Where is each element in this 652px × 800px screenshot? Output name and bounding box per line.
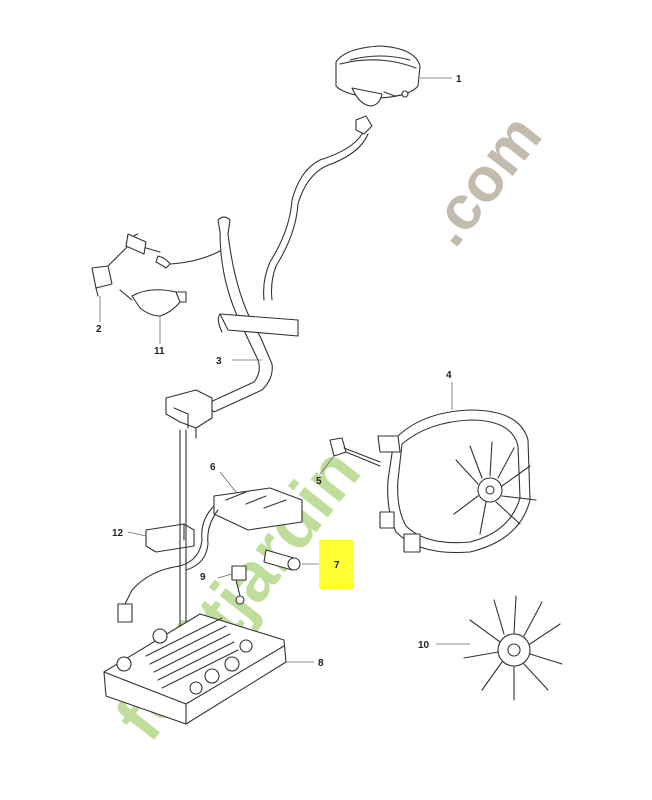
callout-12[interactable]: 12: [112, 528, 124, 539]
callout-1[interactable]: 1: [456, 74, 462, 85]
part-12-connector-block: [145, 523, 195, 553]
wire-harness-main: [263, 115, 373, 301]
callout-3[interactable]: 3: [216, 356, 222, 367]
callout-7-highlight: [319, 540, 354, 589]
part-cable-clip: [165, 389, 213, 439]
callout-7[interactable]: 7: [334, 560, 340, 571]
part-11-boot: [119, 289, 187, 317]
part-9-terminal: [231, 565, 247, 605]
watermark-text-gray: .com: [412, 102, 555, 259]
part-5-bolt: [329, 437, 381, 467]
callout-11[interactable]: 11: [154, 346, 165, 357]
part-1-cover: [335, 45, 421, 107]
part-3-bracket: [205, 216, 299, 413]
part-6-connector: [179, 487, 303, 571]
callout-8[interactable]: 8: [318, 658, 324, 669]
callout-6[interactable]: 6: [210, 462, 216, 473]
callout-5[interactable]: 5: [316, 476, 322, 487]
part-8-control-module: [103, 613, 287, 725]
part-7-screw: [263, 549, 301, 571]
callout-4[interactable]: 4: [446, 370, 452, 381]
callout-2[interactable]: 2: [96, 324, 102, 335]
callout-10[interactable]: 10: [418, 640, 430, 651]
part-2-switch: [91, 233, 223, 297]
wire-harness-lower: [117, 429, 187, 641]
part-10-fan: [463, 595, 563, 701]
callout-9[interactable]: 9: [200, 572, 206, 583]
part-4-generator-housing: [377, 409, 537, 554]
part-4-fan: [453, 441, 537, 535]
callout-labels: 1 2 3 4 5 6 7 8 9 10 11 12: [96, 74, 462, 669]
